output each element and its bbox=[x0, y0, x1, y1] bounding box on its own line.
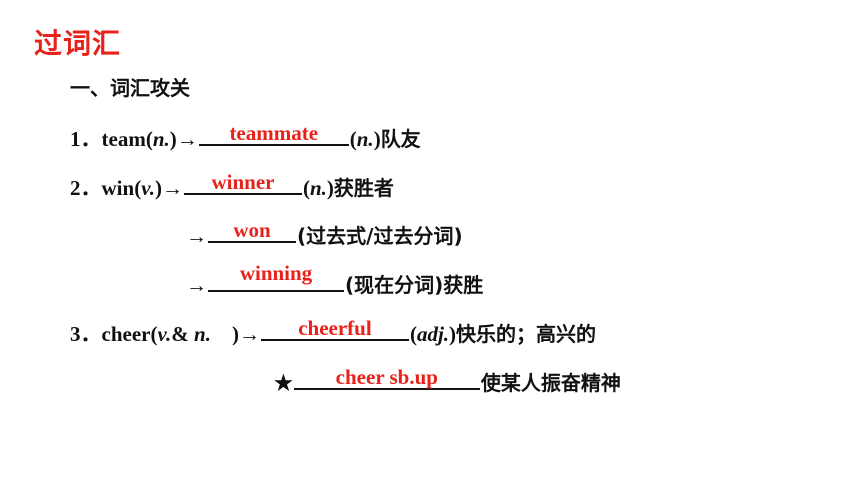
answer-blank: teammate bbox=[198, 121, 349, 146]
arrow-icon: → bbox=[176, 127, 198, 151]
arrow-icon: → bbox=[161, 176, 183, 200]
answer-text: won bbox=[233, 218, 271, 242]
word: cheer bbox=[101, 322, 151, 346]
item-number: 2． bbox=[70, 176, 102, 200]
answer-blank: winner bbox=[183, 170, 302, 195]
section-heading: 一、词汇攻关 bbox=[70, 76, 190, 100]
pos: v. bbox=[141, 176, 155, 200]
vocab-item-2-form-1: → won (过去式/过去分词) bbox=[186, 219, 463, 251]
item-number: 1． bbox=[70, 127, 102, 151]
answer-blank: cheer sb.up bbox=[293, 365, 480, 390]
meaning: 获胜者 bbox=[333, 176, 394, 200]
pos-after: n. bbox=[309, 176, 327, 200]
vocab-item-3: 3．cheer(v.& n. )→cheerful(adj.)快乐的；高兴的 bbox=[70, 316, 597, 346]
arrow-icon: → bbox=[186, 224, 207, 248]
ampersand: & bbox=[171, 322, 189, 346]
pos: v. bbox=[157, 322, 172, 346]
pos-after: n. bbox=[356, 127, 374, 151]
answer-blank: cheerful bbox=[260, 316, 409, 341]
vocab-item-phrase: ★ cheer sb.up 使某人振奋精神 bbox=[274, 366, 621, 398]
page-title: 过词汇 bbox=[34, 27, 122, 60]
meaning: 快乐的；高兴的 bbox=[456, 322, 597, 346]
word: win bbox=[101, 176, 135, 200]
answer-blank: winning bbox=[208, 262, 344, 292]
star-icon: ★ bbox=[274, 371, 293, 395]
vocab-item-2: 2．win(v.)→winner(n.)获胜者 bbox=[70, 170, 394, 200]
vocab-item-2-form-2: → winning (现在分词)获胜 bbox=[186, 262, 484, 300]
arrow-icon: → bbox=[186, 273, 207, 297]
answer-text: teammate bbox=[229, 121, 319, 145]
item-number: 3． bbox=[70, 322, 102, 346]
vocab-item-1: 1．team(n.)→teammate(n.)队友 bbox=[70, 121, 421, 151]
answer-text: winner bbox=[211, 170, 275, 194]
meaning: 队友 bbox=[380, 127, 421, 151]
answer-text: cheer sb.up bbox=[335, 365, 438, 389]
answer-text: cheerful bbox=[298, 316, 372, 340]
pos: n. bbox=[152, 127, 170, 151]
meaning: (过去式/过去分词) bbox=[297, 224, 463, 248]
arrow-icon: → bbox=[238, 322, 260, 346]
pos-after: adj. bbox=[416, 322, 450, 346]
meaning: (现在分词)获胜 bbox=[345, 273, 484, 297]
word: team bbox=[101, 127, 146, 151]
meaning: 使某人振奋精神 bbox=[480, 371, 621, 395]
answer-text: winning bbox=[239, 261, 313, 285]
answer-blank: won bbox=[208, 219, 296, 243]
pos-2: n. bbox=[194, 322, 211, 346]
